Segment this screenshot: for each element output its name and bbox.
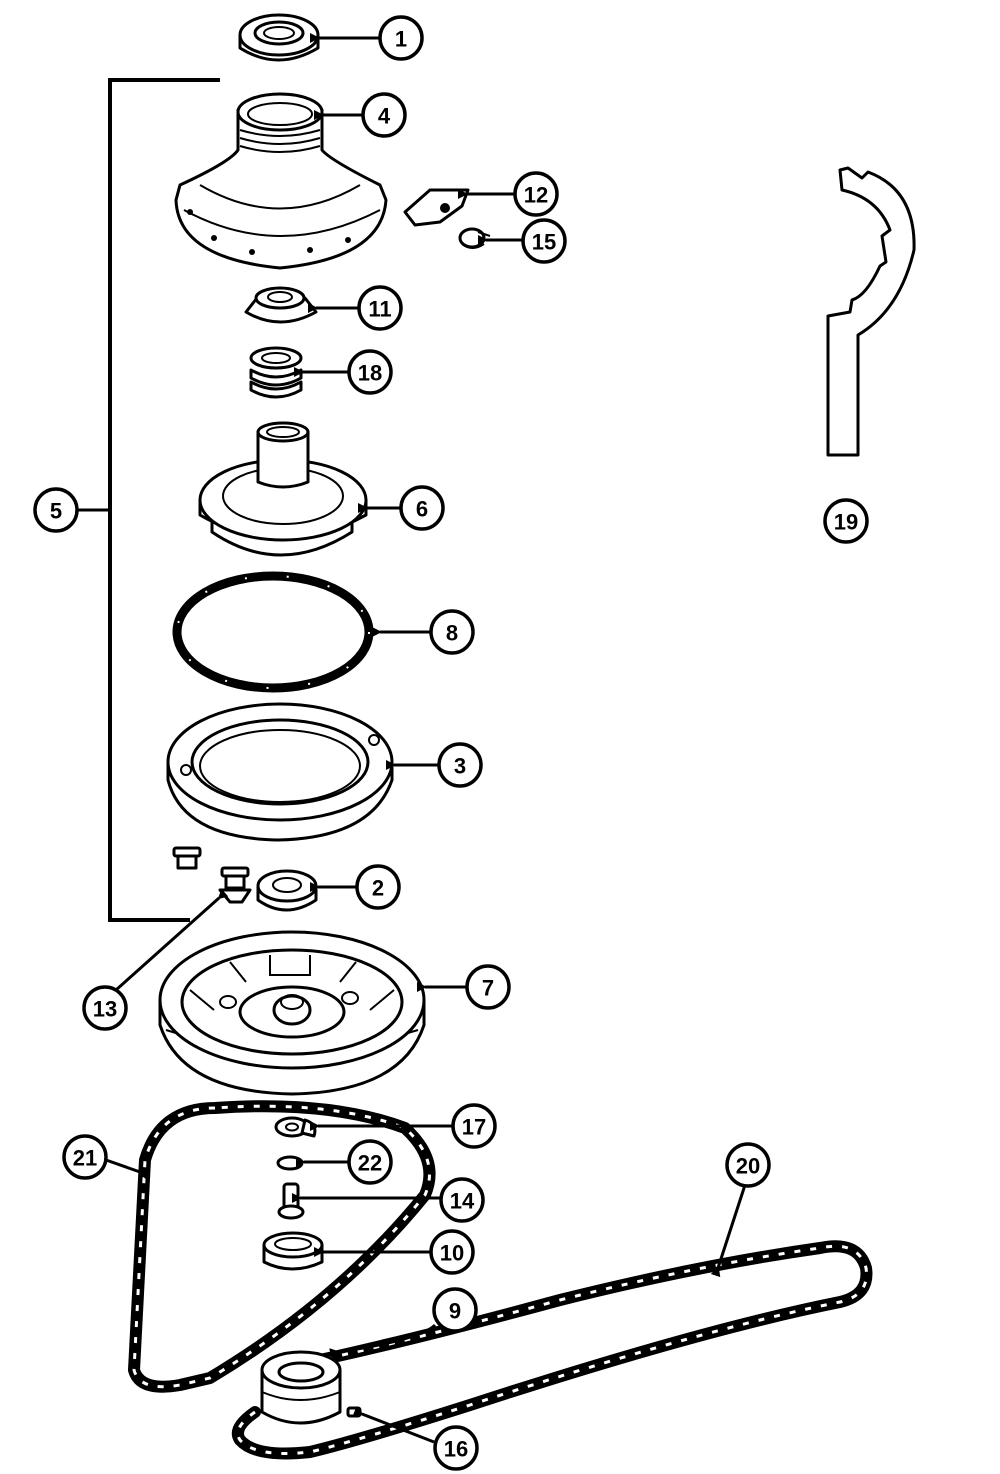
callout-number: 10: [440, 1241, 464, 1266]
callout-number: 4: [378, 104, 391, 129]
callout-4: 4: [361, 92, 407, 138]
part-19-spanner-tool: [826, 166, 916, 457]
callout-number: 16: [444, 1437, 468, 1462]
callout-11: 11: [357, 285, 403, 331]
part-7-pulley: [158, 930, 426, 1096]
callout-9: 9: [432, 1287, 478, 1333]
callout-2: 2: [355, 864, 401, 910]
callout-number: 22: [358, 1151, 382, 1176]
part-8-gasket: [172, 571, 374, 693]
callout-number: 14: [450, 1189, 475, 1214]
part-11-cap: [244, 286, 318, 324]
callout-number: 8: [446, 621, 458, 646]
callout-19: 19: [823, 498, 869, 544]
callout-16: 16: [433, 1425, 479, 1471]
callout-number: 17: [462, 1115, 486, 1140]
callout-number: 18: [358, 361, 382, 386]
callout-15: 15: [521, 218, 567, 264]
part-18-spring: [249, 346, 303, 399]
part-10-bearing: [262, 1231, 324, 1271]
callout-18: 18: [347, 349, 393, 395]
callout-number: 2: [372, 876, 384, 901]
callout-10: 10: [429, 1229, 475, 1275]
part-4-upper-housing: [174, 92, 388, 270]
callout-number: 3: [454, 754, 466, 779]
part-12-bracket: [403, 188, 470, 227]
callout-number: 6: [416, 497, 428, 522]
callout-7: 7: [465, 964, 511, 1010]
callout-number: 11: [368, 297, 391, 322]
part-6-hub: [198, 421, 368, 557]
callout-5: 5: [33, 487, 79, 533]
callout-number: 9: [449, 1299, 461, 1324]
part-9-motor-pulley: [260, 1350, 342, 1425]
callout-8: 8: [429, 609, 475, 655]
callout-number: 5: [50, 499, 62, 524]
part-15-clip: [458, 227, 491, 249]
callout-number: 7: [482, 976, 494, 1001]
callout-17: 17: [451, 1103, 497, 1149]
part-1-seal: [238, 13, 320, 62]
callout-1: 1: [378, 15, 424, 61]
callout-12: 12: [513, 171, 559, 217]
assembly-bracket: [108, 78, 220, 922]
callout-number: 1: [395, 27, 407, 52]
callout-number: 12: [524, 183, 548, 208]
callout-3: 3: [437, 742, 483, 788]
part-3-ring: [166, 702, 394, 842]
callout-21: 21: [62, 1134, 108, 1180]
part-13-screws: [172, 846, 252, 904]
callout-13: 13: [82, 985, 128, 1031]
callout-14: 14: [439, 1177, 485, 1223]
part-2-bearing: [256, 869, 318, 912]
callout-number: 13: [93, 997, 117, 1022]
callout-20: 20: [725, 1142, 771, 1188]
callout-22: 22: [347, 1139, 393, 1185]
callout-number: 20: [736, 1154, 760, 1179]
part-17-washer: [274, 1116, 317, 1138]
part-20-belt: [231, 1240, 873, 1460]
part-14-bolt: [277, 1182, 305, 1220]
callout-number: 15: [532, 230, 556, 255]
part-16-set-screw: [346, 1406, 362, 1418]
part-22-washer: [276, 1155, 304, 1171]
callout-6: 6: [399, 485, 445, 531]
callout-number: 21: [73, 1146, 97, 1171]
callout-number: 19: [834, 510, 858, 535]
